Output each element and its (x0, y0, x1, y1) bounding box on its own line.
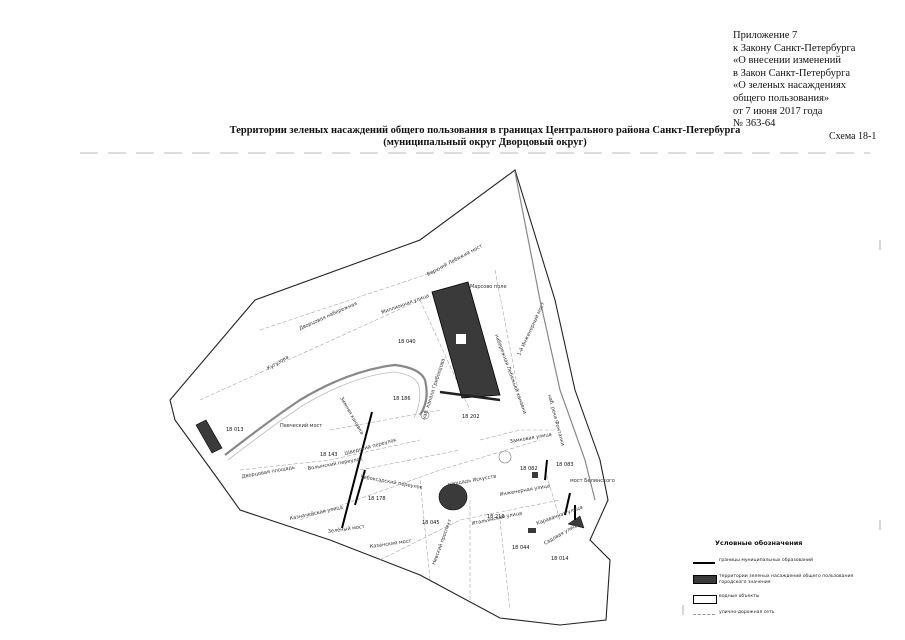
pond (420, 410, 430, 420)
water-icon (693, 595, 717, 604)
river-fontanka (514, 171, 596, 501)
scheme-label: Схема 18-1 (829, 131, 877, 142)
legend-label: улично-дорожная сеть (719, 610, 775, 615)
annex-line: к Закону Санкт-Петербурга (733, 42, 856, 54)
river-moika-edge (227, 371, 421, 461)
annex-line: в Закон Санкт-Петербурга (733, 67, 851, 79)
annex-line: от 7 июня 2017 года (733, 105, 823, 117)
zone-number-18014: 18 014 (551, 556, 569, 562)
municipal-boundary-lines (341, 411, 576, 529)
map-title: Территории зеленых насаждений общего пол… (225, 125, 745, 149)
green-zone-18013 (195, 419, 223, 454)
green-zone-18044 (528, 528, 536, 533)
zone-number-18040: 18 040 (398, 339, 416, 345)
zone-number-18083: 18 083 (556, 462, 574, 468)
zone-number-18045: 18 045 (422, 520, 440, 526)
zone-number-18044: 18 044 (512, 545, 530, 551)
district-boundary (169, 169, 611, 626)
legend-item-boundary: границы муниципальных образований (685, 557, 885, 571)
annex-line: «О внесении изменений (733, 55, 841, 67)
legend-label: водные объекты (719, 594, 760, 599)
zone-number-18013: 18 013 (226, 427, 244, 433)
legend-title: Условные обозначения (715, 539, 803, 547)
map-title-line2: (муниципальный округ Дворцовый округ) (383, 137, 587, 148)
annex-line: Приложение 7 (733, 30, 798, 41)
zone-number-18143: 18 143 (320, 452, 338, 458)
legend-label: территории зеленых насаждений общего пол… (719, 574, 854, 585)
zone-number-18202: 18 202 (462, 414, 480, 420)
river-moika (224, 363, 428, 456)
green-strip-marsovo (439, 390, 501, 402)
marsovo-pole-center (456, 334, 466, 344)
legend: Условные обозначения границы муниципальн… (685, 535, 885, 635)
legend-label: границы муниципальных образований (719, 558, 814, 563)
annex-line: общего пользования» (733, 92, 830, 104)
pond (498, 450, 512, 464)
zone-number-18186: 18 186 (393, 396, 411, 402)
zone-number-18178: 18 178 (368, 496, 386, 502)
zone-number-18082: 18 082 (520, 466, 538, 472)
green-zone-18083 (532, 472, 538, 478)
street-label-most-belinskogo: мост Белинского (570, 478, 615, 484)
legend-item-road: улично-дорожная сеть (685, 609, 885, 623)
zone-number-18210: 18 210 (487, 514, 505, 520)
street-label-marsovo-pole: Марсово поле (470, 284, 507, 290)
green-zone-18210 (438, 483, 468, 511)
legend-item-green-zone: территории зеленых насаждений общего пол… (685, 573, 885, 587)
map-title-line1: Территории зеленых насаждений общего пол… (229, 125, 741, 136)
annex-line: «О зеленых насаждениях (733, 80, 847, 92)
green-zone-icon (693, 575, 717, 584)
road-network (199, 269, 561, 611)
legend-item-water: водные объекты (685, 593, 885, 607)
annex-block: Приложение 7 к Закону Санкт-Петербурга «… (733, 30, 855, 131)
annex-line: № 363-64 (733, 118, 776, 130)
frame-marks (682, 240, 881, 615)
street-label-pevcheskiy-most: Певческий мост (280, 422, 322, 429)
boundary-line-icon (693, 562, 715, 564)
road-line-icon (693, 614, 715, 615)
